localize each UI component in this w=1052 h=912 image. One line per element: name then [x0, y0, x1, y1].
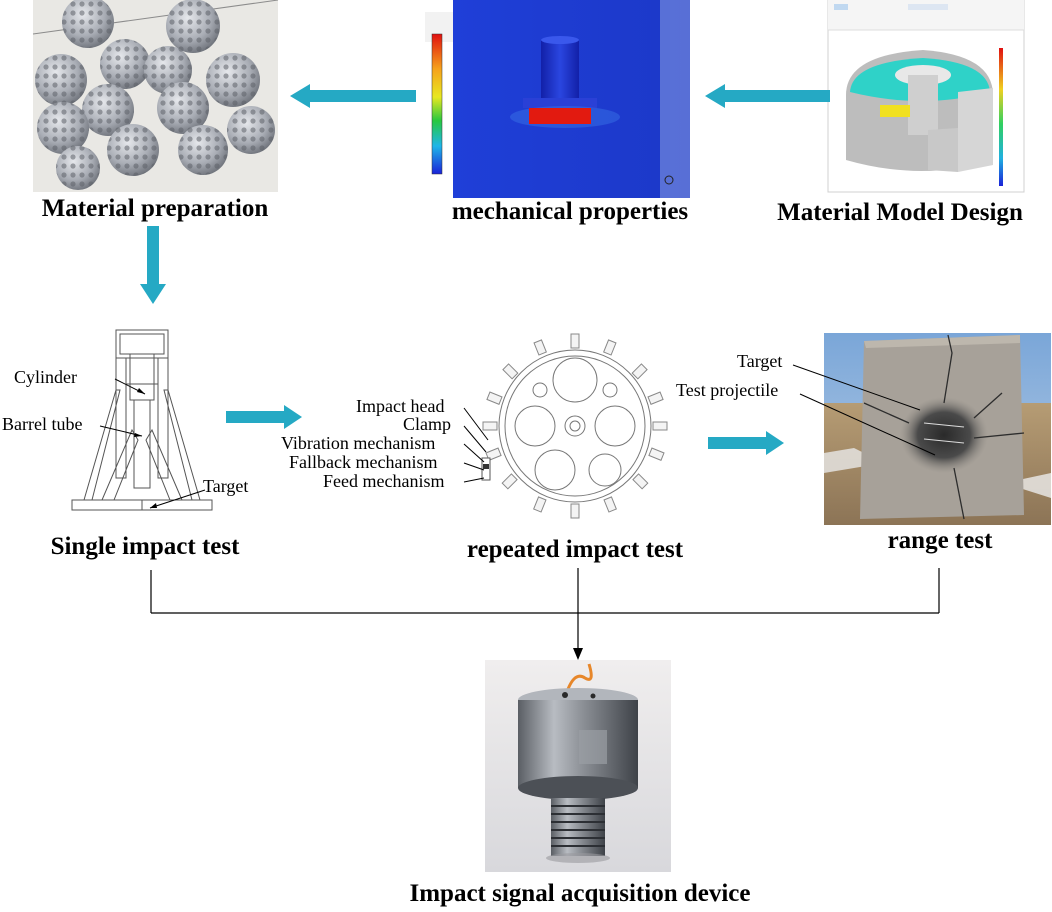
- caption-material-model-design: Material Model Design: [777, 199, 1023, 226]
- label-target-single: Target: [203, 476, 249, 496]
- flow-arrow-right-1: [226, 405, 302, 429]
- single-impact-apparatus: [71, 329, 213, 511]
- flow-arrow-right-2: [708, 431, 784, 455]
- label-fallback-mechanism: Fallback mechanism: [289, 452, 438, 472]
- label-clamp: Clamp: [403, 414, 451, 434]
- label-vibration-mechanism: Vibration mechanism: [281, 433, 436, 453]
- leader-lines-single: [99, 378, 206, 509]
- leader-lines-range: [792, 364, 936, 456]
- label-cylinder: Cylinder: [14, 367, 77, 387]
- caption-material-preparation: Material preparation: [41, 195, 269, 222]
- label-impact-head: Impact head: [356, 396, 445, 416]
- caption-range-test: range test: [887, 527, 993, 554]
- connector-lines: [150, 568, 940, 660]
- model-design-render: [827, 0, 1025, 193]
- caption-repeated-impact-test: repeated impact test: [466, 536, 684, 563]
- flow-arrow-left-1: [290, 84, 416, 108]
- stress-simulation-image: [425, 0, 690, 198]
- caption-single-impact-test: Single impact test: [50, 533, 240, 560]
- range-test-photo: [824, 333, 1051, 525]
- repeated-impact-wheel: [481, 333, 668, 519]
- flow-arrow-down: [140, 226, 166, 304]
- signal-device-photo: [485, 660, 671, 872]
- label-barrel-tube: Barrel tube: [2, 414, 83, 434]
- label-test-projectile: Test projectile: [676, 380, 779, 400]
- label-feed-mechanism: Feed mechanism: [323, 471, 445, 491]
- flow-arrow-left-2: [705, 84, 830, 108]
- foam-discs-photo: [32, 0, 279, 192]
- caption-mechanical-properties: mechanical properties: [451, 198, 689, 225]
- leader-lines-repeated: [463, 407, 489, 483]
- label-target-range: Target: [737, 351, 783, 371]
- caption-signal-device: Impact signal acquisition device: [409, 880, 751, 907]
